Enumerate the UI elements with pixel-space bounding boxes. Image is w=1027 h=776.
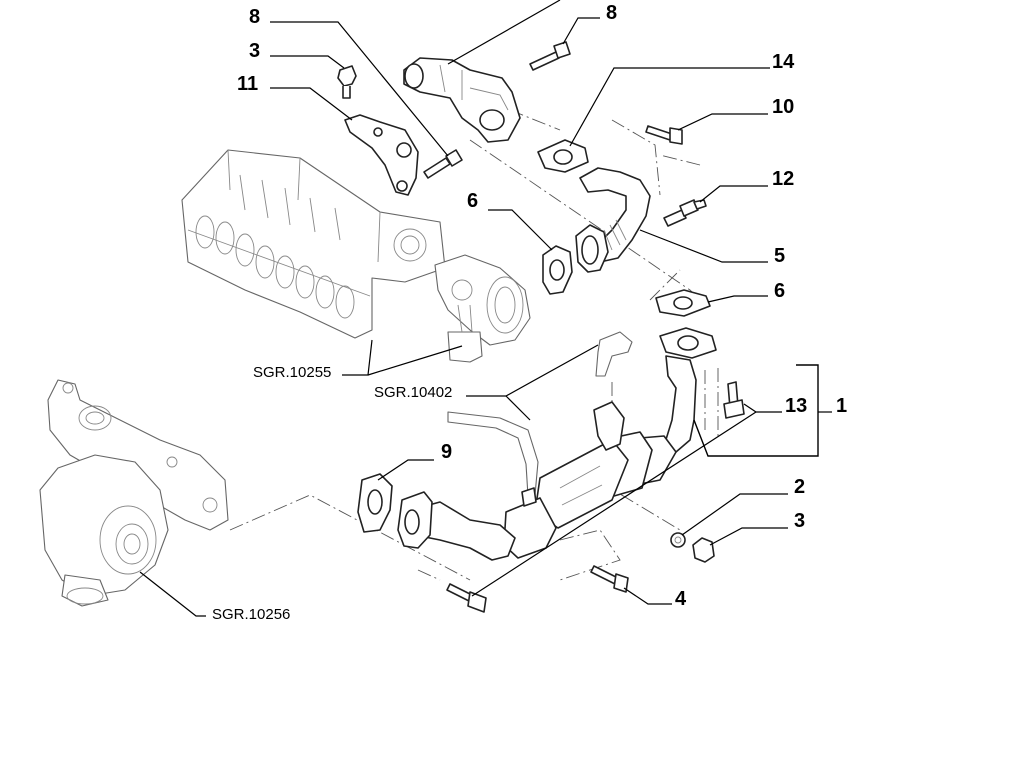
turbocharger-drawing <box>39 379 229 607</box>
pipe-drawing <box>575 167 651 273</box>
callout-5: 5 <box>774 245 786 267</box>
bolt-drawing <box>723 381 745 419</box>
callout-3: 3 <box>794 510 806 532</box>
gasket-drawing <box>357 473 393 533</box>
bolt-drawing <box>590 565 629 593</box>
gasket-drawing <box>542 245 573 295</box>
callout-8: 8 <box>249 6 261 28</box>
callout-6: 6 <box>467 190 479 212</box>
egr-cooler-drawing <box>397 327 717 561</box>
callout-2: 2 <box>794 476 806 498</box>
stud-drawing <box>337 65 357 99</box>
intake-manifold-drawing <box>181 149 446 339</box>
bolt-drawing <box>529 41 571 71</box>
callout-12: 12 <box>772 168 795 190</box>
reference-sgr-10256: SGR.10256 <box>212 606 291 623</box>
callout-1: 1 <box>836 395 848 417</box>
callout-9: 9 <box>441 441 453 463</box>
leader-lines <box>139 0 832 617</box>
sensor-drawing <box>663 199 707 227</box>
callout-4: 4 <box>675 588 687 610</box>
reference-sgr-10402: SGR.10402 <box>374 384 453 401</box>
nut-drawing <box>692 537 715 563</box>
callout-8: 8 <box>606 2 618 24</box>
gasket-drawing <box>655 289 711 317</box>
bolt-drawing <box>645 125 683 145</box>
callout-6: 6 <box>774 280 786 302</box>
callout-11: 11 <box>237 73 259 95</box>
callout-10: 10 <box>772 96 795 118</box>
washer-drawing <box>670 532 686 548</box>
throttle-body-drawing <box>434 254 531 363</box>
reference-sgr-10255: SGR.10255 <box>253 364 332 381</box>
gasket-drawing <box>537 139 589 173</box>
bolt-drawing <box>446 583 487 613</box>
egr-valve-drawing <box>403 57 521 143</box>
bolt-drawing <box>423 149 463 179</box>
callout-13: 13 <box>785 395 808 417</box>
bracket-drawing <box>344 114 419 196</box>
callout-14: 14 <box>772 51 795 73</box>
callout-3: 3 <box>249 40 261 62</box>
